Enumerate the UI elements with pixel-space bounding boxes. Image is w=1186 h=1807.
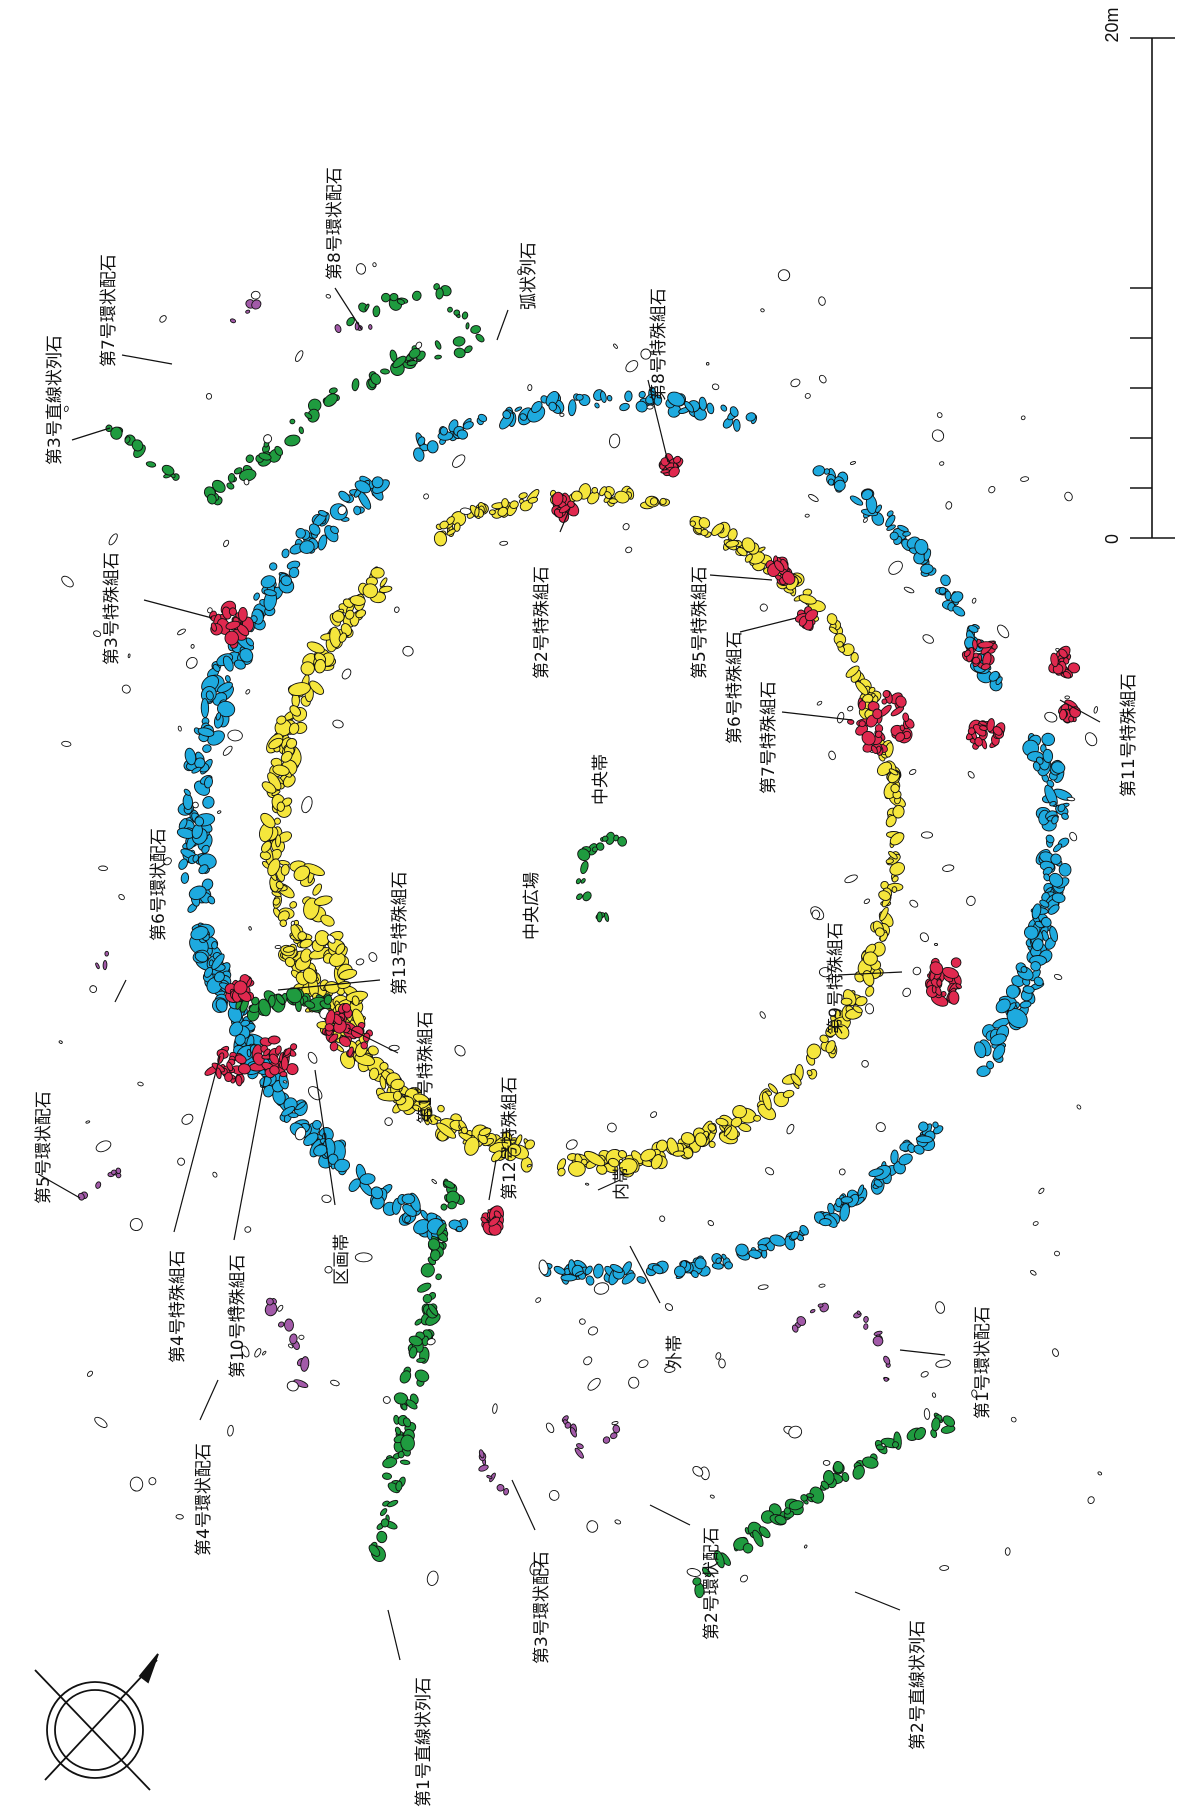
scale-max-label: 20m bbox=[1102, 7, 1122, 43]
label-s5: 第5号特殊組石 bbox=[690, 566, 710, 679]
label-s9: 第9号特殊組石 bbox=[826, 922, 846, 1035]
leader-lines bbox=[37, 287, 1101, 1661]
label-s8: 第8号特殊組石 bbox=[649, 288, 669, 401]
inner-zone-stones bbox=[259, 483, 906, 1178]
label-s11: 第11号特殊組石 bbox=[1119, 673, 1139, 797]
label-s1: 第1号特殊組石 bbox=[416, 1011, 436, 1124]
label-s13: 第13号特殊組石 bbox=[390, 871, 410, 995]
label-c4-ring: 第4号環状配石 bbox=[194, 1443, 214, 1556]
label-divider-zone: 区画帯 bbox=[332, 1234, 352, 1285]
label-outer-zone: 外帯 bbox=[665, 1335, 685, 1369]
label-s10: 第10号特殊組石 bbox=[228, 1254, 248, 1378]
ring-arrangement-stones bbox=[77, 299, 891, 1496]
label-central-plaza: 中央広場 bbox=[522, 872, 542, 940]
label-central-zone: 中央帯 bbox=[591, 754, 611, 805]
label-s7: 第7号特殊組石 bbox=[759, 681, 779, 794]
label-arc-row: 弧状列石 bbox=[519, 242, 539, 310]
label-c1-ring: 第1号環状配石 bbox=[973, 1306, 993, 1419]
label-inner-zone: 内帯 bbox=[612, 1166, 632, 1200]
scale-bar bbox=[1130, 37, 1175, 539]
label-c1-linear: 第1号直線状列石 bbox=[414, 1677, 434, 1807]
label-c5-ring: 第5号環状配石 bbox=[34, 1091, 54, 1204]
label-s2: 第2号特殊組石 bbox=[532, 566, 552, 679]
scale-zero-label: 0 bbox=[1102, 534, 1122, 545]
label-c2-linear: 第2号直線状列石 bbox=[908, 1620, 928, 1750]
label-c3-ring: 第3号環状配石 bbox=[532, 1551, 552, 1664]
label-c2-ring: 第2号環状配石 bbox=[702, 1527, 722, 1640]
label-c6-ring: 第6号環状配石 bbox=[149, 828, 169, 941]
label-s3: 第3号特殊組石 bbox=[102, 552, 122, 665]
outer-zone-stones bbox=[176, 386, 1073, 1286]
linear-row-stones bbox=[105, 283, 956, 1599]
north-arrow-icon bbox=[34, 1653, 159, 1791]
label-s6: 第6号特殊組石 bbox=[725, 631, 745, 744]
label-c7-ring: 第7号環状配石 bbox=[99, 254, 119, 367]
label-c8-ring: 第8号環状配石 bbox=[325, 167, 345, 280]
label-s12: 第12号特殊組石 bbox=[500, 1076, 520, 1200]
label-c3-linear: 第3号直線状列石 bbox=[45, 335, 65, 465]
plain-stones bbox=[58, 262, 1103, 1586]
special-stone-groups bbox=[204, 453, 1082, 1236]
label-s4: 第4号特殊組石 bbox=[168, 1250, 188, 1363]
